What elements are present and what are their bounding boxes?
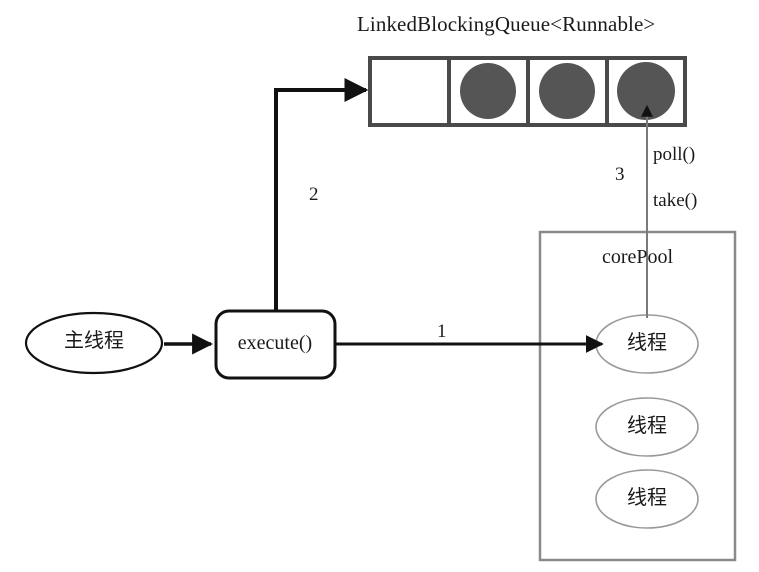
step-2-label: 2 <box>309 184 319 205</box>
thread-ellipse-3 <box>595 469 699 529</box>
execute-label: execute() <box>237 332 313 354</box>
thread-label-1: 线程 <box>627 332 667 354</box>
main-thread-label: 主线程 <box>64 330 124 352</box>
take-method-label: take() <box>653 190 698 211</box>
thread-label-2: 线程 <box>627 415 667 437</box>
core-pool-title: corePool <box>601 246 674 268</box>
queue-task-circle-1 <box>460 63 516 119</box>
step-1-label: 1 <box>437 321 447 342</box>
step-3-label: 3 <box>615 164 625 185</box>
queue-title: LinkedBlockingQueue<Runnable> <box>357 12 656 36</box>
main-thread-ellipse <box>24 311 164 375</box>
thread-label-3: 线程 <box>627 487 667 509</box>
thread-ellipse-2 <box>595 397 699 457</box>
queue-task-circle-2 <box>539 63 595 119</box>
arrow-execute-to-queue <box>274 78 369 311</box>
poll-method-label: poll() <box>653 144 696 165</box>
queue-task-circle-3 <box>617 62 675 120</box>
